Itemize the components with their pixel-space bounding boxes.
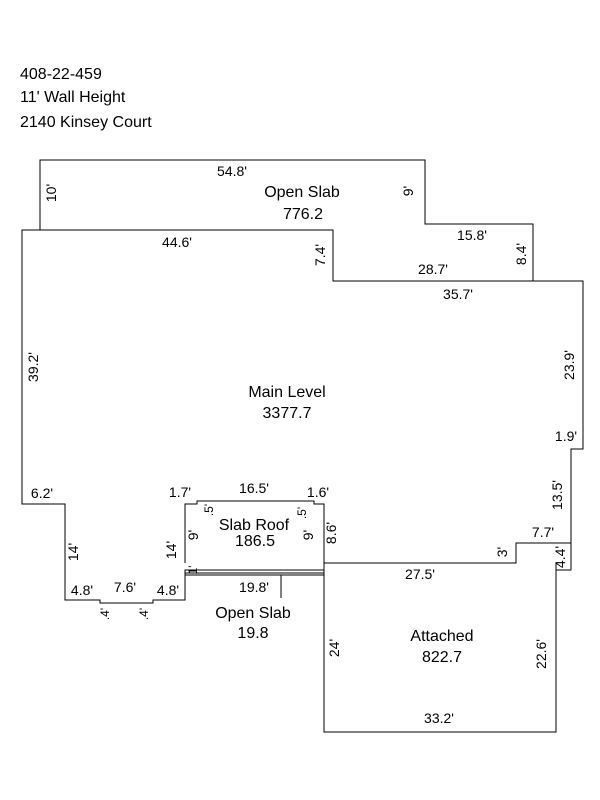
dim-6-2: 6.2' xyxy=(31,485,53,501)
attached-outline xyxy=(323,543,572,733)
dim-8-4: 8.4' xyxy=(513,243,529,265)
address: 2140 Kinsey Court xyxy=(20,114,152,131)
dim-54-8: 54.8' xyxy=(217,163,247,179)
wall-height: 11' Wall Height xyxy=(20,89,126,106)
dim-35-7: 35.7' xyxy=(443,286,473,302)
dim-28-7: 28.7' xyxy=(418,261,448,277)
attached-value: 822.7 xyxy=(422,649,462,666)
dim-7-6: 7.6' xyxy=(114,579,136,595)
dim-1: 1' xyxy=(186,566,200,575)
dim-14-left: 14' xyxy=(65,543,81,561)
dim-14-mid: 14' xyxy=(163,541,179,559)
slab-roof-label: Slab Roof xyxy=(219,517,290,534)
dim-9-right: 9' xyxy=(300,530,316,540)
slab-roof-value: 186.5 xyxy=(235,533,275,550)
dim-4-8-left: 4.8' xyxy=(71,582,93,598)
dim-1-9: 1.9' xyxy=(555,428,577,444)
dim-9-left: 9' xyxy=(185,530,201,540)
dim-4-left: .4' xyxy=(98,608,112,620)
dim-23-9: 23.9' xyxy=(561,350,577,380)
dim-24: 24' xyxy=(326,639,342,657)
dim-22-6: 22.6' xyxy=(533,639,549,669)
dim-4-4: 4.4' xyxy=(552,546,568,568)
dim-4-right: .4' xyxy=(137,608,151,620)
dim-5-right: .5' xyxy=(295,507,309,519)
dim-1-6: 1.6' xyxy=(307,484,329,500)
dim-4-8-right: 4.8' xyxy=(157,582,179,598)
dim-7-7: 7.7' xyxy=(532,524,554,540)
open-slab-small-label: Open Slab xyxy=(215,605,291,622)
open-slab-top-value: 776.2 xyxy=(283,206,323,223)
open-slab-top-label: Open Slab xyxy=(264,184,340,201)
main-level-label: Main Level xyxy=(248,384,325,401)
open-slab-small-value: 19.8 xyxy=(237,625,268,642)
dim-7-4: 7.4' xyxy=(312,244,328,266)
dim-5-left: .5' xyxy=(202,504,216,516)
dim-39-2: 39.2' xyxy=(25,352,41,382)
dim-33-2: 33.2' xyxy=(424,710,454,726)
dim-13-5: 13.5' xyxy=(549,480,565,510)
dim-3: 3' xyxy=(494,547,510,557)
dim-27-5: 27.5' xyxy=(405,566,435,582)
slab-roof-outline xyxy=(184,500,325,563)
dim-44-6: 44.6' xyxy=(162,234,192,250)
dim-16-5: 16.5' xyxy=(239,480,269,496)
dim-8-6: 8.6' xyxy=(323,522,339,544)
dim-15-8: 15.8' xyxy=(457,227,487,243)
dim-1-7: 1.7' xyxy=(169,484,191,500)
parcel-id: 408-22-459 xyxy=(20,66,102,83)
dim-10: 10' xyxy=(43,184,59,202)
open-slab-top-outline xyxy=(39,159,534,281)
attached-label: Attached xyxy=(410,628,473,645)
dim-19-8: 19.8' xyxy=(239,579,269,595)
dim-9-top: 9' xyxy=(400,186,416,196)
main-level-value: 3377.7 xyxy=(263,405,312,422)
